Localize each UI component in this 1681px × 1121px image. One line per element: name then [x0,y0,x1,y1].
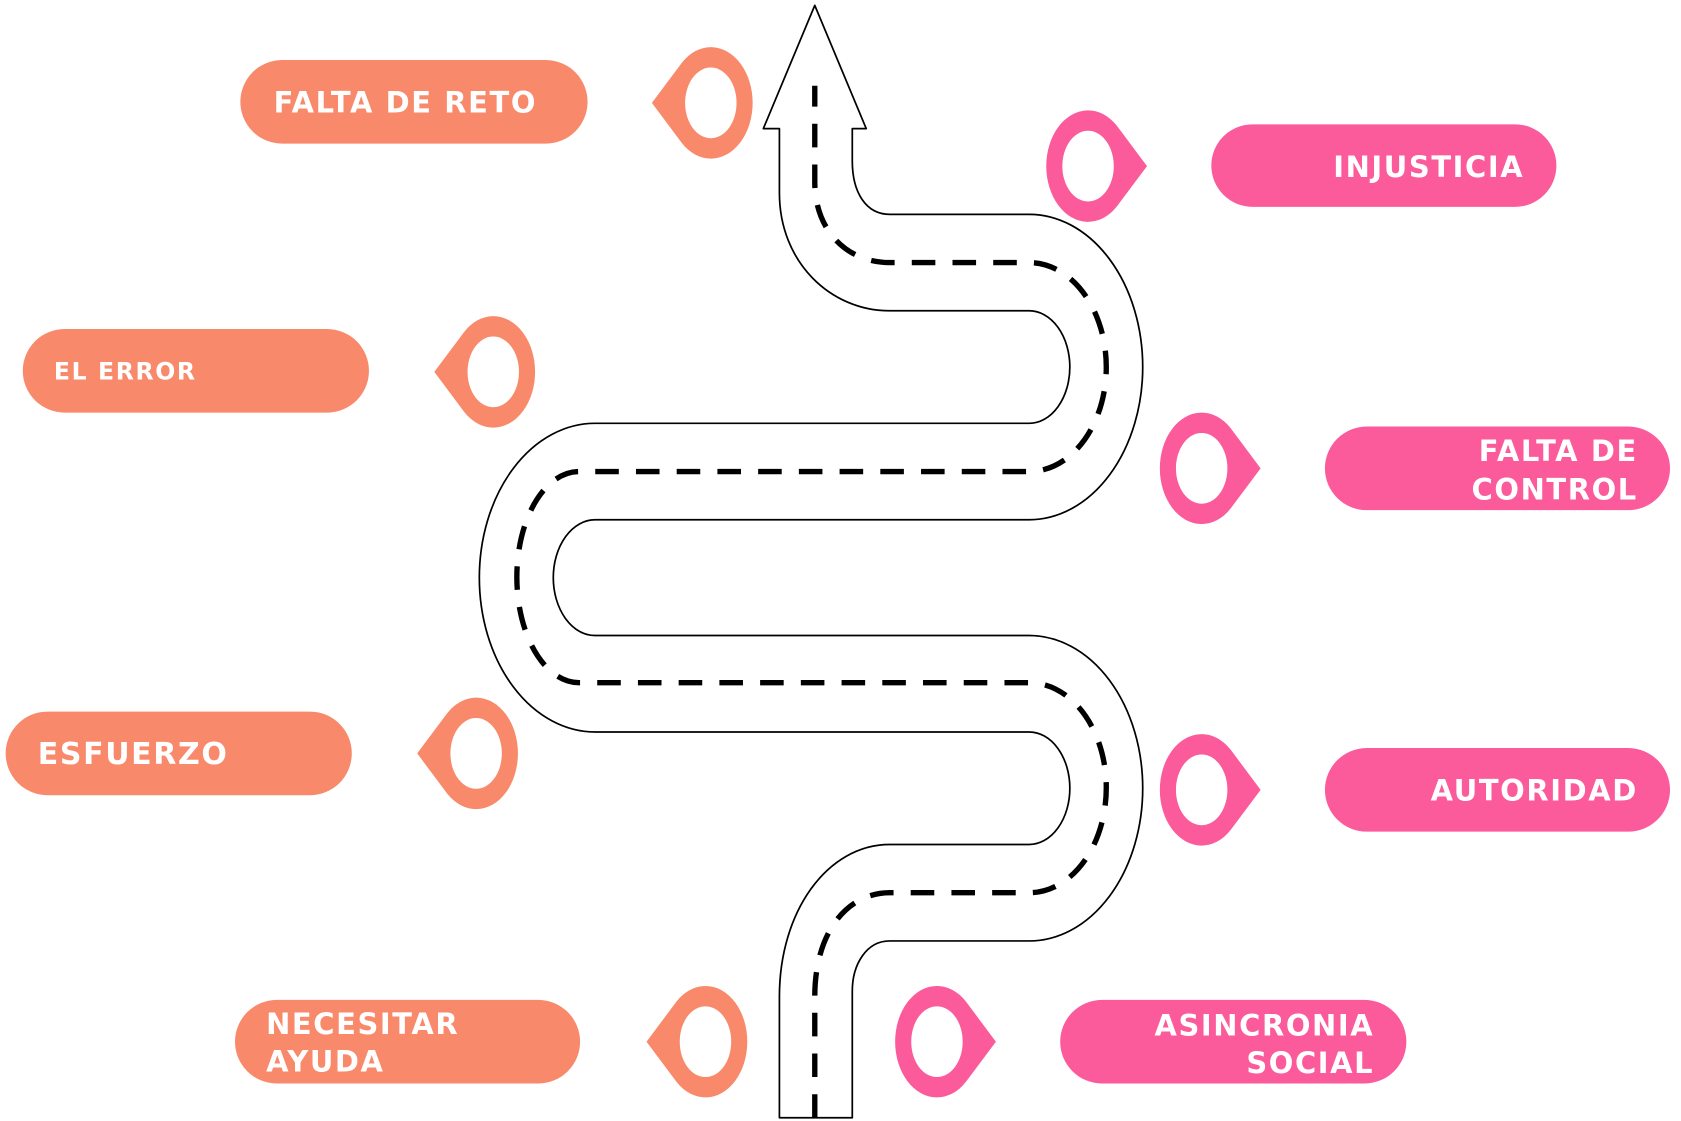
label-pill [1060,999,1407,1084]
label-falta-de-reto: FALTA DE RETO [240,47,753,159]
label-pill [240,60,588,144]
label-autoridad: AUTORIDAD [1159,734,1670,846]
label-text-line-1: ASINCRONIA [1155,1008,1375,1042]
label-pill [234,999,581,1084]
label-text-line-1: NECESITAR [266,1007,459,1041]
location-pin-icon [1159,734,1261,846]
pin-hole [450,718,502,789]
pin-hole [1062,130,1114,202]
label-text: EL ERROR [54,357,197,385]
winding-road-arrow-icon [478,4,1144,1119]
location-pin-icon [1159,412,1261,525]
label-asincronia-social: ASINCRONIA SOCIAL [895,985,1407,1098]
label-text: FALTA DE RETO [274,86,537,120]
pin-hole [911,1006,963,1078]
label-pill [1211,124,1557,207]
pin-hole [467,336,519,408]
pin-hole [685,67,737,139]
pin-hole [1175,432,1228,504]
location-pin-icon [895,985,996,1098]
label-text-line-1: FALTA DE [1479,434,1638,468]
label-text-line-2: AYUDA [266,1045,384,1079]
label-pill [5,711,352,796]
label-falta-de-control: FALTA DE CONTROL [1159,412,1670,525]
label-text-line-2: SOCIAL [1246,1046,1374,1080]
location-pin-icon [417,697,518,810]
location-pin-icon [646,985,748,1098]
label-pill [1324,748,1670,832]
pin-hole [679,1006,732,1078]
label-text: ESFUERZO [38,737,229,772]
label-el-error: EL ERROR [22,316,536,428]
label-injusticia: INJUSTICIA [1046,110,1557,222]
location-pin-icon [1046,110,1148,222]
location-pin-icon [434,316,536,428]
label-pill [22,329,369,413]
label-text: INJUSTICIA [1333,150,1524,184]
road-edge-outline [478,4,1144,1119]
label-text: AUTORIDAD [1431,774,1638,808]
location-pin-icon [651,47,753,159]
label-esfuerzo: ESFUERZO [5,697,518,810]
pin-hole [1175,754,1228,826]
label-pill [1324,426,1670,511]
label-necesitar-ayuda: NECESITAR AYUDA [234,985,748,1098]
road-center-line [514,85,1109,1118]
label-text-line-2: CONTROL [1472,472,1638,506]
